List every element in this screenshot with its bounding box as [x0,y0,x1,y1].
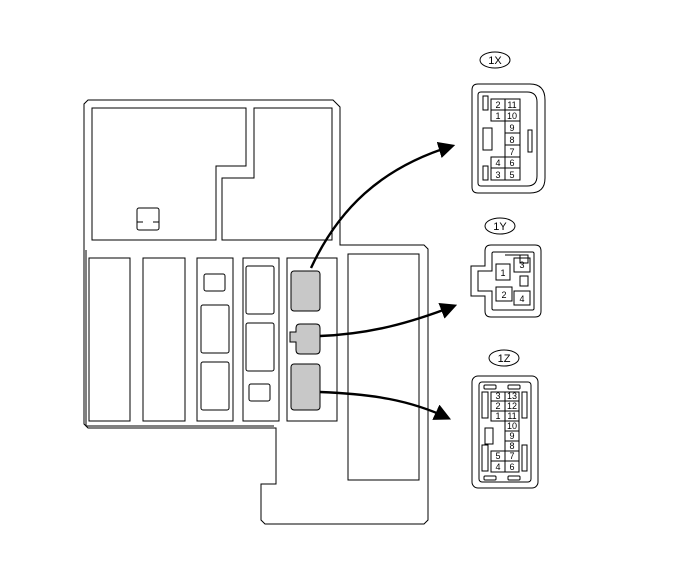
upper-right-cavity [221,107,333,241]
arrow-1z [319,390,452,420]
pin-label: 7 [509,147,514,157]
pin-label: 4 [519,294,524,304]
pin-label: 1 [500,268,505,278]
fuse-slot-1 [88,257,131,422]
connector-1x: 1X 2 11 1 10 9 8 7 4 6 3 5 [471,51,546,194]
pin-label: 2 [495,100,500,110]
pin-label: 11 [507,100,516,110]
connector-1z-inner [478,381,532,483]
pin-label: 3 [495,170,500,180]
arrow-1x [309,141,456,269]
cavity-1x [290,270,321,312]
pin-label: 4 [495,158,500,168]
arrow-1y [319,303,458,338]
fuse-slot-3a [203,273,226,292]
junction-block [83,99,429,525]
pin-label: 10 [507,421,517,431]
pin-label: 5 [495,451,500,461]
connector-1z-label: 1Z [498,353,511,365]
cavity-1y [289,323,321,355]
pin-label: 8 [509,135,514,145]
connector-1z: 1Z 3 13 2 12 1 11 [471,349,539,489]
upper-left-clip [136,207,160,231]
block-outline [83,99,429,525]
pin-label: 2 [495,401,500,411]
connector-1y-housing [470,244,542,318]
pin-label: 11 [507,411,516,421]
fuse-slot-2 [142,257,186,422]
pin-label: 1 [495,411,500,421]
connector-bay [286,257,338,422]
pin-label: 13 [507,391,517,401]
cavity-1z [290,363,321,411]
pin-label: 10 [507,111,517,121]
pin-label: 5 [509,170,514,180]
connector-1z-housing [471,375,539,489]
fuse-slot-4a [245,265,275,315]
connector-1x-inner [477,91,538,187]
fuse-slot-4b [245,322,275,372]
pin-label: 6 [509,158,514,168]
fuse-slot-3c [200,361,230,411]
pin-label: 4 [495,462,500,472]
fuse-slot-4 [242,257,280,422]
highlighted-cavities [289,270,321,411]
upper-left-cavity [91,107,247,241]
pin-label: 9 [509,431,514,441]
pin-label: 6 [509,462,514,472]
pin-label: 2 [501,290,506,300]
pin-label: 7 [509,451,514,461]
connector-1x-label-oval [479,51,511,69]
connector-1y-inner [477,251,535,311]
pin-label: 9 [509,123,514,133]
fuse-slot-3b [200,304,230,354]
fuse-slot-3 [196,257,234,422]
connector-1y-label-oval [484,217,516,235]
connector-1y: 1Y 1 3 2 4 [470,217,542,318]
right-slot [347,253,420,481]
pin-label: 3 [495,391,500,401]
pin-label: 1 [495,111,500,121]
connector-1x-label: 1X [488,55,502,67]
fuse-slot-4c [248,383,271,402]
connector-1x-housing [471,83,546,194]
pin-label: 8 [509,441,514,451]
pin-label: 12 [507,401,517,411]
arrows [309,141,458,420]
block-inner-line [85,250,274,427]
connector-1y-label: 1Y [493,221,507,233]
connector-1z-label-oval [488,349,520,367]
pin-label: 3 [519,260,524,270]
